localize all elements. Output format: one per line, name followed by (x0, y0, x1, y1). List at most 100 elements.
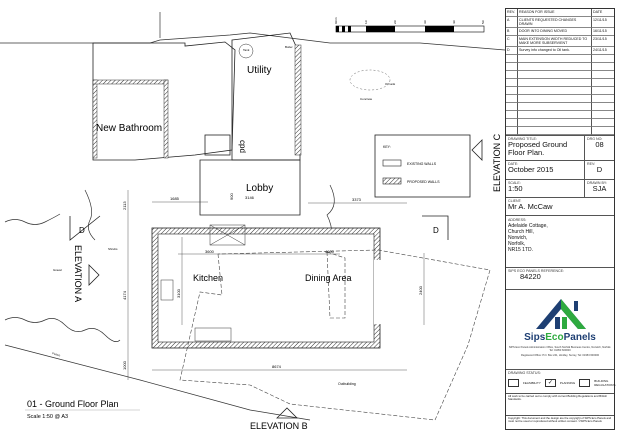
date-row: DATE: October 2015 REV: D (506, 161, 614, 180)
drawn-by-label: DRAWN BY: (587, 181, 608, 185)
revision-date: 24/11/15 (592, 47, 614, 55)
elevation-a-label: ELEVATION A (73, 245, 83, 302)
status-label: FEASIBILITY (523, 381, 541, 385)
company-logo-row: SipsEcoPanels SIPS Eco Panels Administra… (506, 290, 614, 370)
scale-bar-label: 4m (452, 19, 456, 24)
scale-row: SCALE: 1:50 DRAWN BY: SJA (506, 180, 614, 198)
scale-bar-label: 2m (393, 19, 397, 24)
dimension-label: 900 (229, 193, 234, 200)
copyright-notice: Copyright: This document and the design … (508, 416, 612, 424)
scale-bar: 0mm 1m 2m 3m 4m 5m (334, 17, 485, 33)
date-header: DATE (592, 9, 614, 17)
reference-label: SIPS ECO PANELS REFERENCE: (508, 269, 565, 273)
company-info: SIPS Eco Panels Administration Office, S… (508, 346, 612, 352)
scale-bar-label: 1m (364, 19, 368, 24)
status-label: PLANNING (559, 381, 576, 385)
revision-date: 12/11/15 (592, 17, 614, 28)
section-d-left-label: D (79, 226, 85, 235)
scale-bar-label: 5m (481, 19, 485, 24)
elevation-c-label: ELEVATION C (492, 133, 502, 192)
section-d-right-label: D (433, 226, 439, 235)
drawing-status-label: DRAWING STATUS: (508, 371, 541, 375)
room-labels: New Bathroom Utility Lobby Kitchen Dinin… (52, 43, 396, 386)
dimension-label: 8674 (272, 364, 282, 369)
rev-value: D (596, 165, 603, 174)
revision-date: 23/11/15 (592, 36, 614, 47)
revision-reason: Survey info changed to Oil tank. (518, 47, 592, 55)
room-label-utility: Utility (247, 65, 271, 76)
dimension-labels: 1685 3146 3373 3600 4600 2113 4174 3100 … (122, 193, 423, 370)
reference-row: SIPS ECO PANELS REFERENCE: 84220 (506, 268, 614, 290)
scale-value: 1:50 (508, 184, 523, 193)
label-fence: Fence (52, 351, 61, 357)
date-value: October 2015 (508, 165, 554, 174)
notes: All work to be carried out to comply wit… (506, 394, 614, 416)
revision-reason: MAIN EXTENSION WIDTH REDUCED TO MAKE MOR… (518, 36, 592, 47)
client-label: CLIENT: (508, 199, 522, 203)
status-checkbox-building-regulations (579, 379, 591, 387)
dashed-outlines (179, 249, 491, 421)
client-row: CLIENT: Mr A. McCaw (506, 198, 614, 216)
revision-rev: A (506, 17, 518, 28)
status-label: BUILDING REGULATIONS (594, 379, 616, 387)
room-label-cpd: cpd (238, 140, 247, 153)
address-label: ADDRESS: (508, 218, 527, 222)
label-shrubs: Shrubs (108, 247, 118, 251)
room-label-kitchen: Kitchen (193, 273, 223, 283)
revision-rev: C (506, 36, 518, 47)
key-title: KEY: (383, 145, 391, 149)
label-concrete: Concrete (360, 97, 373, 101)
drg-no-label: DRG NO: (587, 137, 603, 141)
drawing-title-label: DRAWING TITLE: (508, 137, 537, 141)
dimension-label: 3100 (176, 288, 181, 298)
address-line: Norfolk, (508, 241, 526, 247)
dimension-label: 1000 (122, 360, 127, 370)
room-label-new-bathroom: New Bathroom (96, 123, 162, 134)
rev-header: REV. (506, 9, 518, 17)
room-label-lobby: Lobby (246, 183, 273, 194)
scale-label: SCALE: (508, 181, 521, 185)
label-oil-tank: Oil tank (385, 82, 396, 86)
title-block: REV. REASON FOR ISSUE DATE A CLIENTS REQ… (505, 8, 615, 430)
label-boiler: Boiler (285, 45, 293, 49)
plan-scale: Scale 1:50 @ A3 (27, 414, 68, 420)
dimension-label: 3600 (205, 249, 215, 254)
reference-value: 84220 (520, 272, 541, 281)
elevation-b-label: ELEVATION B (250, 421, 308, 431)
registered-office: Registered Office: P.O. Box 241, Hindley… (520, 354, 600, 357)
revision-table: REV. REASON FOR ISSUE DATE A CLIENTS REQ… (506, 9, 614, 136)
dimension-label: 4600 (325, 249, 335, 254)
address-line: Adelaide Cottage, (508, 223, 548, 229)
dimension-label: 2400 (418, 285, 423, 295)
revision-reason: CLIENTS REQUESTED CHANGES DRAWN (518, 17, 592, 28)
revision-reason: DOOR INTO DINING MOVED (518, 28, 592, 36)
status-checkbox-planning: ✓ (544, 379, 556, 387)
drg-no: 08 (595, 140, 604, 149)
scale-bar-label: 0mm (334, 17, 338, 24)
key-legend: KEY: EXISTING WALLS PROPOSED WALLS (374, 134, 471, 198)
elevation-markers: ELEVATION A ELEVATION B ELEVATION C D D (69, 133, 502, 431)
key-proposed-walls: PROPOSED WALLS (407, 180, 440, 184)
revision-rev: B (506, 28, 518, 36)
scale-bar-label: 3m (423, 19, 427, 24)
key-existing-walls: EXISTING WALLS (407, 162, 437, 166)
drawing-title: Proposed Ground Floor Plan. (508, 140, 568, 157)
status-checkbox-feasibility (508, 379, 519, 387)
revision-date: 16/11/15 (592, 28, 614, 36)
room-label-dining-area: Dining Area (305, 273, 352, 283)
address-line: Church Hill, (508, 229, 534, 235)
address-row: ADDRESS: Adelaide Cottage, Church Hill, … (506, 216, 614, 268)
plan-title: 01 - Ground Floor Plan (27, 399, 119, 409)
label-gravel: Gravel (53, 268, 62, 272)
dimension-label: 4174 (122, 290, 127, 300)
date-label: DATE: (508, 162, 519, 166)
rev-label: REV: (587, 162, 596, 166)
dimension-label: 3373 (352, 197, 362, 202)
address-line: NR15 1TD. (508, 247, 534, 253)
drawing-status-row: DRAWING STATUS: FEASIBILITY ✓PLANNING BU… (506, 370, 616, 394)
reason-header: REASON FOR ISSUE (518, 9, 592, 17)
dimension-label: 2113 (122, 201, 127, 210)
dimension-label: 1685 (170, 196, 180, 201)
dimension-label: 3146 (245, 195, 255, 200)
address-line: Norwich, (508, 235, 528, 241)
